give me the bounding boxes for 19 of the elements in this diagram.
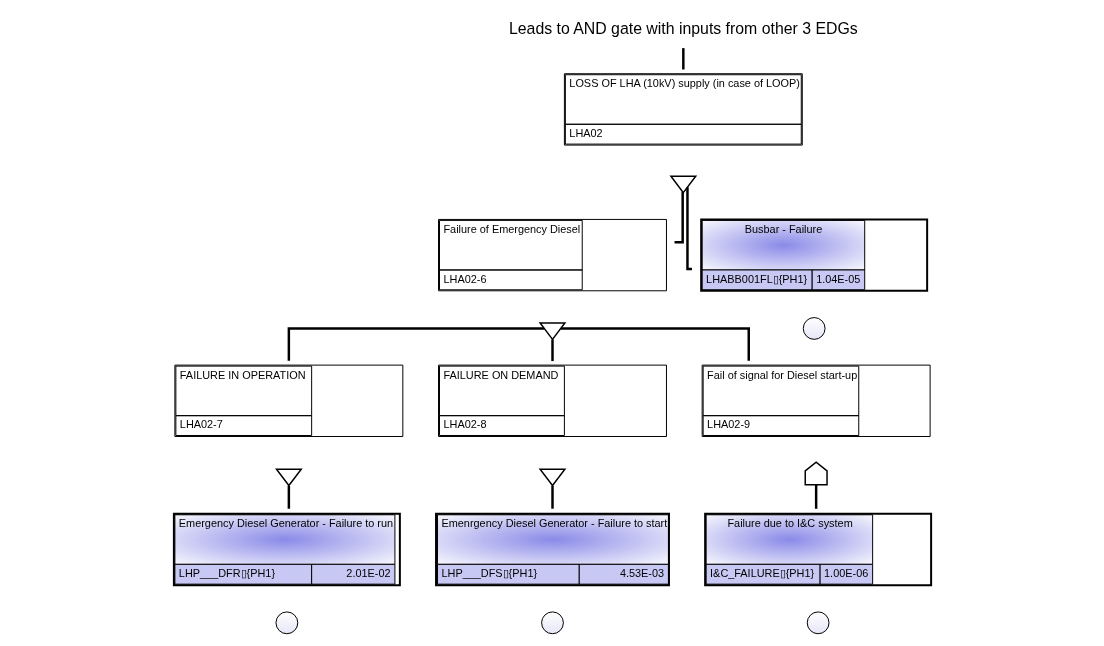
connector — [560, 327, 750, 361]
connector — [287, 485, 290, 509]
node-or-gate — [538, 468, 566, 487]
node-circle — [540, 611, 564, 635]
node-circle — [802, 317, 826, 340]
connector — [674, 192, 684, 244]
node-or-gate — [538, 322, 566, 341]
connector — [685, 187, 692, 271]
node-circle — [806, 611, 830, 635]
connector — [814, 484, 817, 509]
node-or-gate — [274, 468, 303, 487]
node-and-gate — [804, 461, 828, 486]
connector — [550, 339, 554, 362]
node-text: Leads to AND gate with inputs from other 3 EDGs — [508, 19, 858, 37]
node-circle — [274, 611, 298, 635]
node-or-gate — [668, 175, 697, 194]
connector — [550, 485, 554, 509]
connector — [287, 327, 544, 361]
connector — [681, 48, 685, 70]
